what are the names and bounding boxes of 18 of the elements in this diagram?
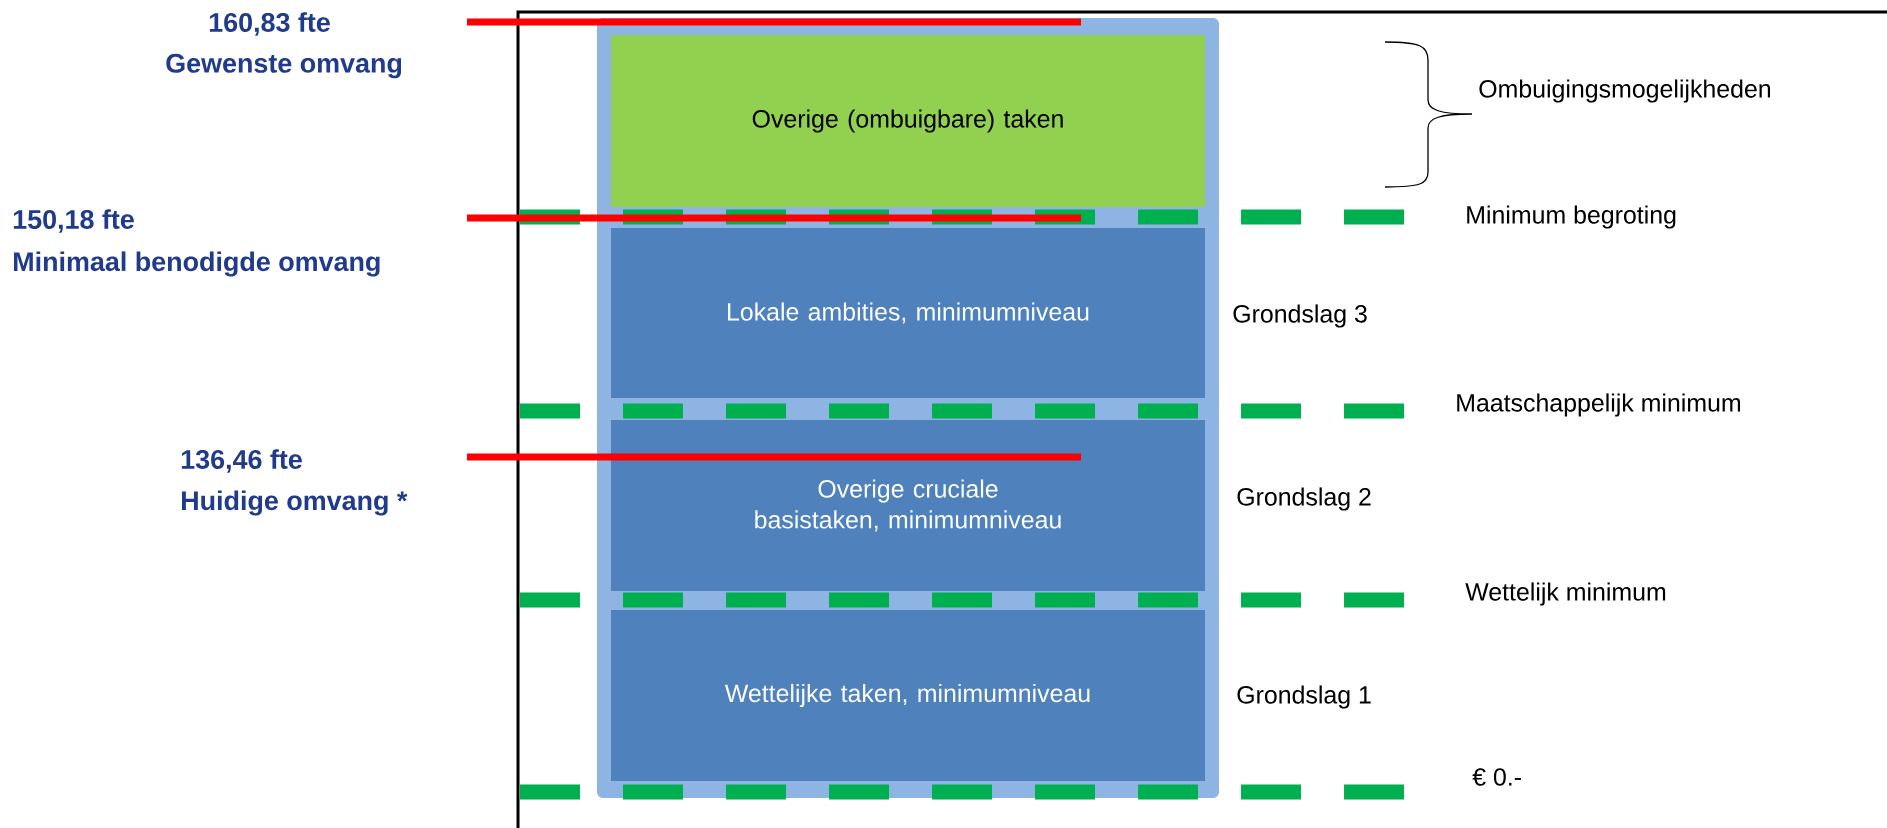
level-label: Grondslag 3 bbox=[1233, 304, 1367, 328]
value-label: 136,46 fte bbox=[181, 449, 302, 473]
task-box: Lokale ambities, minimumniveau bbox=[611, 228, 1205, 398]
level-label: Grondslag 2 bbox=[1237, 487, 1371, 511]
value-label: Minimaal benodigde omvang bbox=[14, 251, 380, 277]
task-box: Overige (ombuigbare) taken bbox=[611, 35, 1205, 207]
level-label: Wettelijk minimum bbox=[1465, 582, 1666, 606]
value-label: Gewenste omvang bbox=[166, 53, 402, 79]
level-label: Minimum begroting bbox=[1467, 205, 1676, 229]
value-label: Huidige omvang * bbox=[182, 490, 408, 516]
task-box: Overige cruciale basistaken, minimumniveau bbox=[611, 420, 1205, 591]
value-label: 150,18 fte bbox=[13, 209, 134, 233]
level-label: € 0.- bbox=[1472, 768, 1521, 786]
task-box: Wettelijke taken, minimumniveau bbox=[611, 610, 1205, 781]
value-label: 160,83 fte bbox=[209, 12, 330, 36]
level-label: Grondslag 1 bbox=[1237, 685, 1371, 709]
level-label: Ombuigingsmogelijkheden bbox=[1479, 79, 1771, 103]
level-label: Maatschappelijk minimum bbox=[1457, 393, 1740, 417]
